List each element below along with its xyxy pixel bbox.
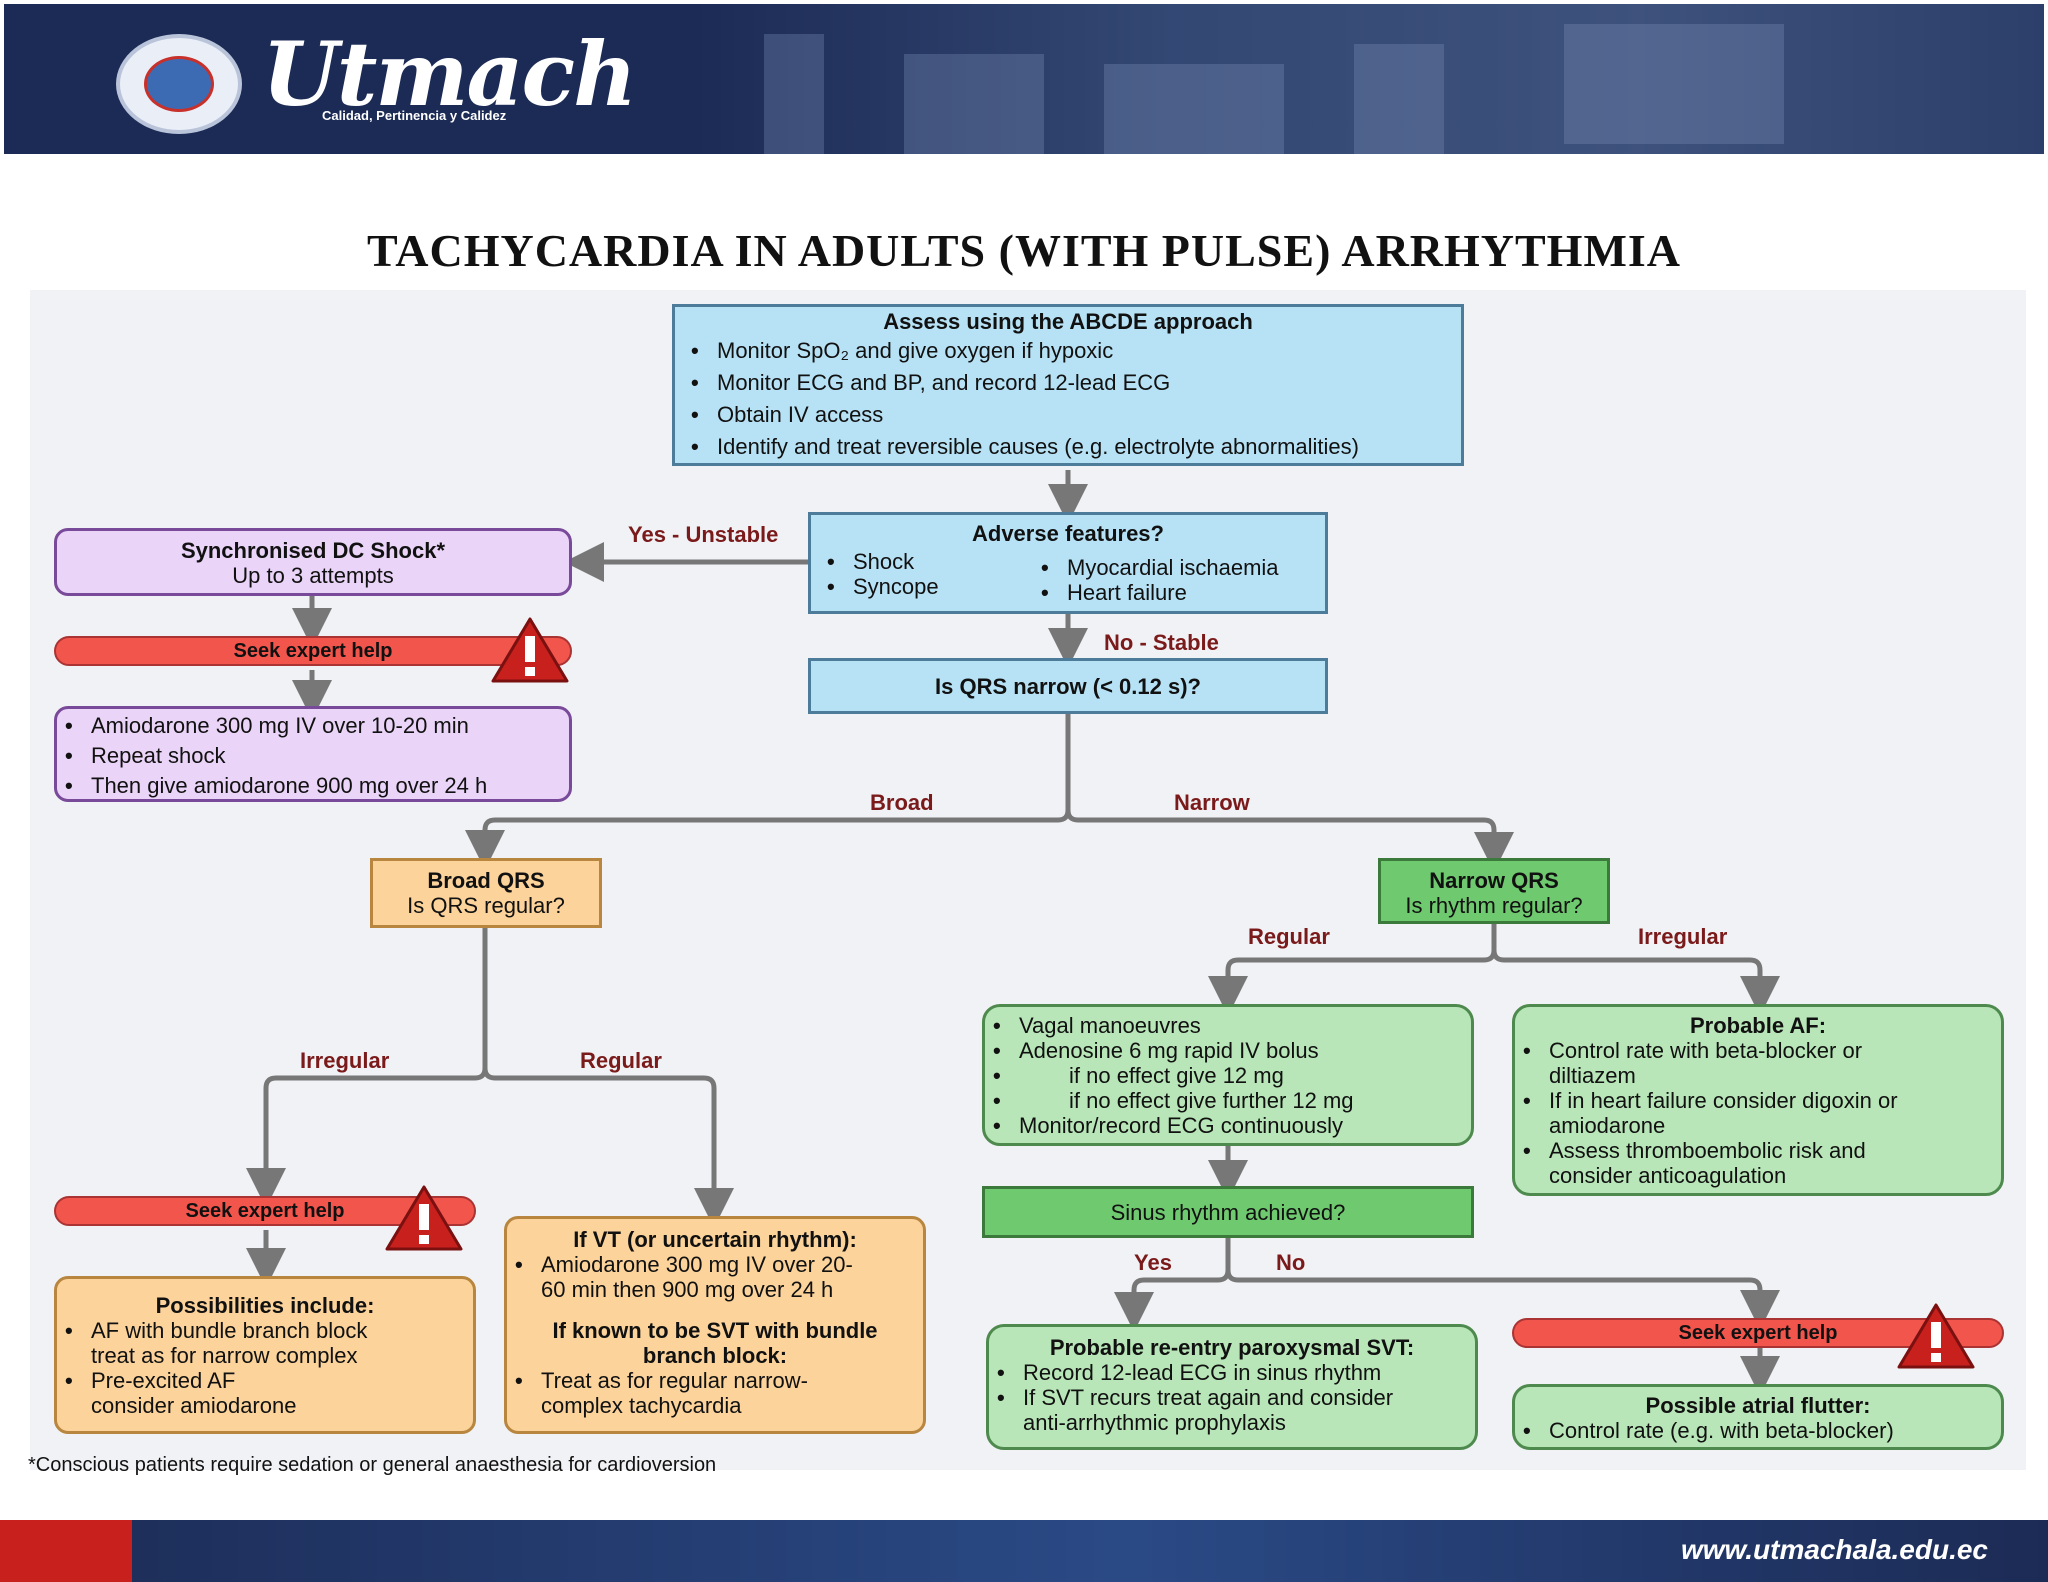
footer-red-accent — [0, 1520, 132, 1582]
probable-svt-box: Probable re-entry paroxysmal SVT: Record… — [986, 1324, 1478, 1450]
university-seal-logo — [116, 34, 242, 134]
header-photo-band — [694, 4, 2044, 154]
sinus-rhythm-question-box: Sinus rhythm achieved? — [982, 1186, 1474, 1238]
if-vt-box: If VT (or uncertain rhythm): Amiodarone … — [504, 1216, 926, 1434]
label-yes: Yes — [1134, 1250, 1172, 1275]
broad-qrs-box: Broad QRS Is QRS regular? — [370, 858, 602, 928]
assess-item: Monitor SpO₂ and give oxygen if hypoxic — [683, 338, 1453, 363]
assess-abcde-box: Assess using the ABCDE approach Monitor … — [672, 304, 1464, 466]
probable-af-title: Probable AF: — [1689, 1013, 1827, 1038]
probable-svt-item: If SVT recurs treat again and consideran… — [989, 1385, 1475, 1435]
narrow-qrs-box: Narrow QRS Is rhythm regular? — [1378, 858, 1610, 924]
sinus-question-text: Sinus rhythm achieved? — [1110, 1200, 1346, 1225]
probable-af-item: Control rate with beta-blocker ordiltiaz… — [1515, 1038, 2001, 1088]
label-regular-broad: Regular — [580, 1048, 662, 1073]
page-title: TACHYCARDIA IN ADULTS (WITH PULSE) ARRHY… — [366, 225, 1682, 276]
vagal-item: Adenosine 6 mg rapid IV bolus — [985, 1038, 1471, 1063]
label-irregular-broad: Irregular — [300, 1048, 390, 1073]
footer-url: www.utmachala.edu.ec — [1680, 1534, 1988, 1565]
label-no: No — [1276, 1250, 1306, 1275]
assess-item: Obtain IV access — [683, 402, 1453, 427]
narrow-qrs-sub: Is rhythm regular? — [1405, 893, 1583, 918]
if-vt-title: If VT (or uncertain rhythm): — [573, 1227, 857, 1252]
probable-af-item: If in heart failure consider digoxin ora… — [1515, 1088, 2001, 1138]
footer-bar: www.utmachala.edu.ec — [0, 1520, 2048, 1582]
dc-shock-title: Synchronised DC Shock* — [180, 538, 446, 563]
adverse-item: Myocardial ischaemia — [1033, 555, 1333, 580]
narrow-qrs-title: Narrow QRS — [1429, 868, 1559, 893]
amiodarone-box: Amiodarone 300 mg IV over 10-20 min Repe… — [54, 706, 572, 802]
seek-expert-help-bar: Seek expert help — [54, 636, 572, 666]
assess-title: Assess using the ABCDE approach — [883, 309, 1253, 334]
warning-icon — [1897, 1303, 1975, 1369]
assess-item: Identify and treat reversible causes (e.… — [683, 434, 1453, 459]
label-broad: Broad — [870, 790, 934, 815]
building-shape — [764, 34, 824, 154]
building-shape — [1104, 64, 1284, 154]
vagal-subitem: if no effect give further 12 mg — [985, 1088, 1471, 1113]
broad-qrs-sub: Is QRS regular? — [407, 893, 565, 918]
building-shape — [1354, 44, 1444, 154]
svt-bbb-item: Treat as for regular narrow-complex tach… — [507, 1368, 923, 1418]
dc-shock-sub: Up to 3 attempts — [232, 563, 394, 588]
atrial-flutter-box: Possible atrial flutter: Control rate (e… — [1512, 1384, 2004, 1450]
adverse-item: Shock — [819, 549, 1019, 574]
amiodarone-item: Then give amiodarone 900 mg over 24 h — [57, 773, 569, 798]
vagal-manoeuvres-box: Vagal manoeuvres Adenosine 6 mg rapid IV… — [982, 1004, 1474, 1146]
adverse-features-box: Adverse features? Shock Syncope Myocardi… — [808, 512, 1328, 614]
probable-af-box: Probable AF: Control rate with beta-bloc… — [1512, 1004, 2004, 1196]
if-vt-item: Amiodarone 300 mg IV over 20-60 min then… — [507, 1252, 923, 1302]
logo-tagline: Calidad, Pertinencia y Calidez — [322, 108, 507, 123]
header-banner: Utmach Calidad, Pertinencia y Calidez — [4, 4, 2044, 154]
label-narrow: Narrow — [1174, 790, 1250, 815]
broad-qrs-title: Broad QRS — [427, 868, 545, 893]
probable-svt-item: Record 12-lead ECG in sinus rhythm — [989, 1360, 1475, 1385]
adverse-item: Heart failure — [1033, 580, 1333, 605]
seek-expert-help-bar: Seek expert help — [54, 1196, 476, 1226]
amiodarone-item: Repeat shock — [57, 743, 569, 768]
dc-shock-box: Synchronised DC Shock* Up to 3 attempts — [54, 528, 572, 596]
adverse-title: Adverse features? — [972, 521, 1164, 546]
qrs-question-text: Is QRS narrow (< 0.12 s)? — [935, 674, 1201, 699]
label-yes-unstable: Yes - Unstable — [628, 522, 779, 547]
building-shape — [904, 54, 1044, 154]
qrs-narrow-question-box: Is QRS narrow (< 0.12 s)? — [808, 658, 1328, 714]
adverse-item: Syncope — [819, 574, 1019, 599]
footnote: *Conscious patients require sedation or … — [28, 1454, 717, 1476]
atrial-flutter-title: Possible atrial flutter: — [1645, 1393, 1871, 1418]
vagal-item: Vagal manoeuvres — [985, 1013, 1471, 1038]
statue-shape — [1564, 24, 1784, 144]
vagal-item: Monitor/record ECG continuously — [985, 1113, 1471, 1138]
warning-icon — [491, 617, 569, 683]
assess-item: Monitor ECG and BP, and record 12-lead E… — [683, 370, 1453, 395]
label-no-stable: No - Stable — [1104, 630, 1219, 655]
possibilities-box: Possibilities include: AF with bundle br… — [54, 1276, 476, 1434]
warning-icon — [385, 1185, 463, 1251]
atrial-flutter-item: Control rate (e.g. with beta-blocker) — [1515, 1418, 2001, 1443]
amiodarone-item: Amiodarone 300 mg IV over 10-20 min — [57, 713, 569, 738]
probable-svt-title: Probable re-entry paroxysmal SVT: — [1049, 1335, 1415, 1360]
logo-wordmark: Utmach — [262, 22, 637, 126]
label-irregular-narrow: Irregular — [1638, 924, 1728, 949]
label-regular-narrow: Regular — [1248, 924, 1330, 949]
possibilities-title: Possibilities include: — [155, 1293, 375, 1318]
vagal-subitem: if no effect give 12 mg — [985, 1063, 1471, 1088]
